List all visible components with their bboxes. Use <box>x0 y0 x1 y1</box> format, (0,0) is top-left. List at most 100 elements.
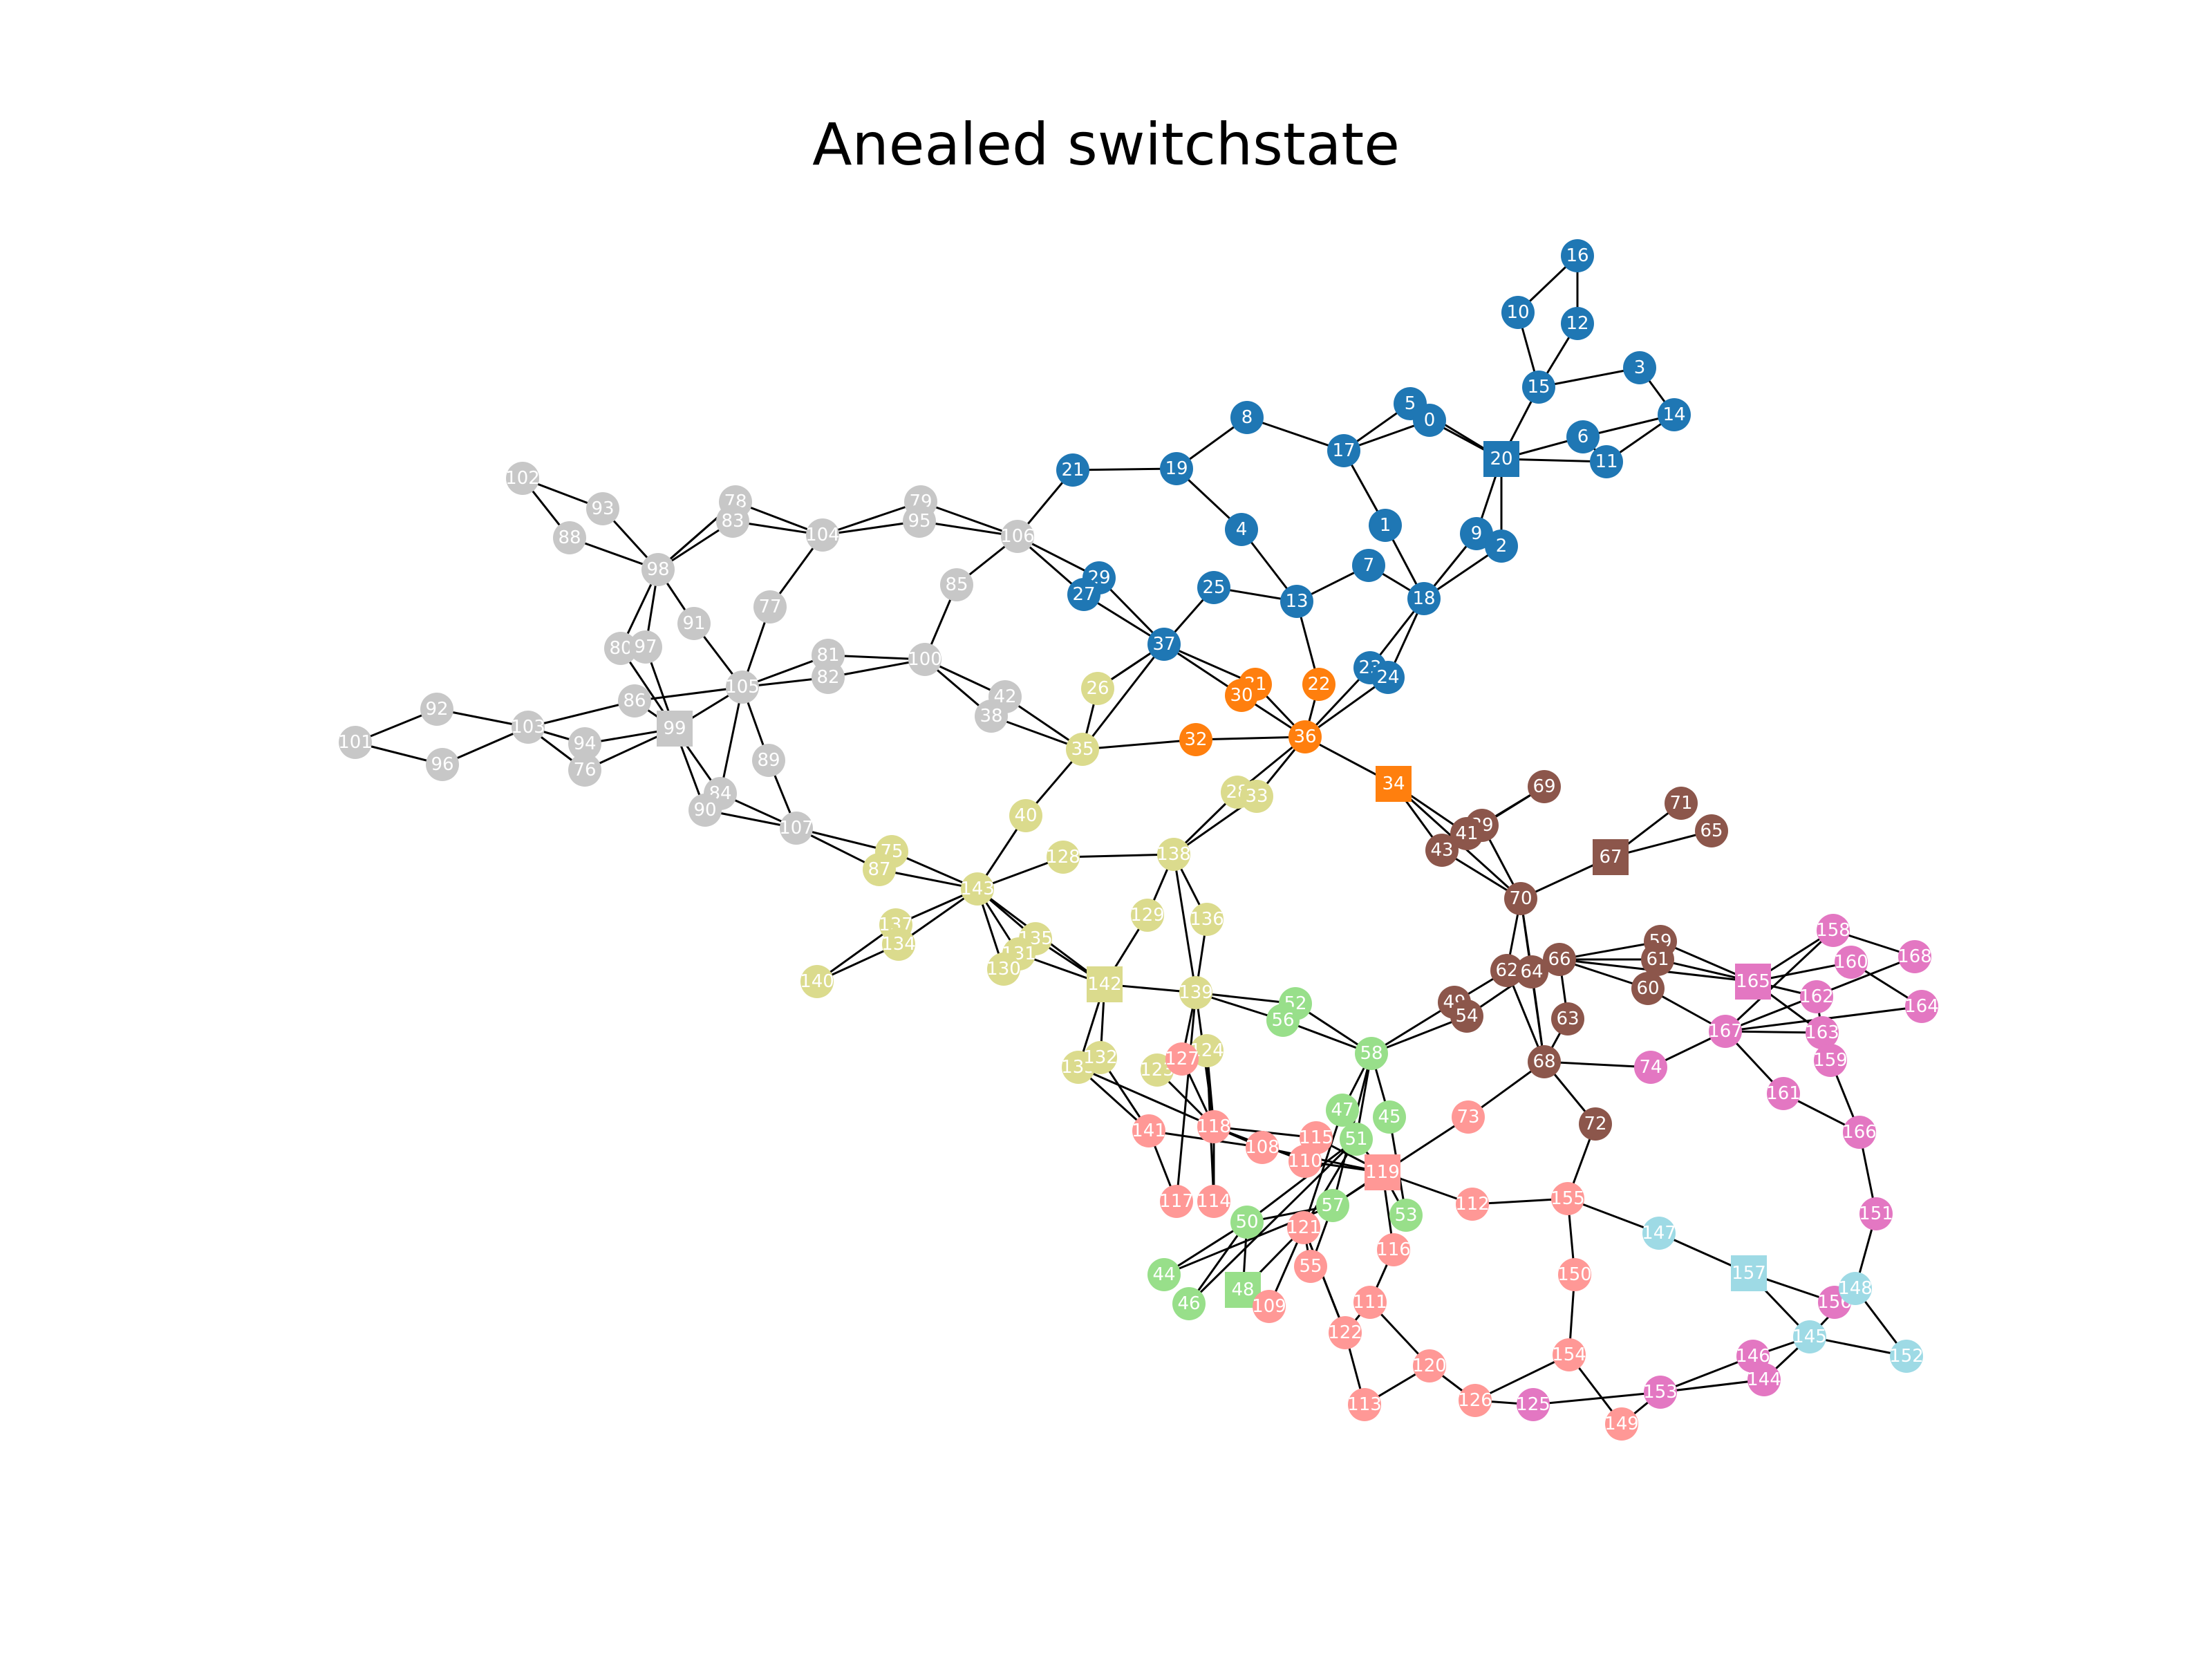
node-label: 13 <box>1285 591 1308 612</box>
node-label: 46 <box>1177 1293 1200 1314</box>
node-circle <box>1898 940 1931 973</box>
node-label: 147 <box>1642 1223 1676 1244</box>
node-106: 106 <box>1000 520 1035 553</box>
node-label: 157 <box>1732 1263 1766 1284</box>
edge-66-59 <box>1559 940 1661 961</box>
node-96: 96 <box>426 748 459 781</box>
node-label: 168 <box>1897 946 1932 967</box>
node-104: 104 <box>805 518 840 552</box>
node-circle <box>1288 720 1322 753</box>
node-label: 95 <box>908 511 930 532</box>
node-69: 69 <box>1528 770 1561 803</box>
node-label: 16 <box>1566 245 1588 266</box>
node-circle <box>1246 1131 1279 1164</box>
node-50: 50 <box>1230 1206 1264 1239</box>
node-34: 34 <box>1376 766 1412 802</box>
node-circle <box>1190 903 1224 936</box>
node-label: 122 <box>1328 1322 1362 1343</box>
node-circle <box>1253 1290 1286 1323</box>
node-85: 85 <box>940 568 973 601</box>
node-circle <box>1709 1015 1742 1048</box>
node-159: 159 <box>1813 1044 1848 1077</box>
node-4: 4 <box>1225 513 1258 546</box>
node-label: 44 <box>1152 1264 1175 1285</box>
node-circle <box>1504 882 1537 915</box>
node-label: 64 <box>1520 962 1543 982</box>
node-label: 159 <box>1813 1050 1848 1071</box>
node-circle <box>1179 976 1212 1009</box>
node-label: 151 <box>1859 1203 1893 1224</box>
node-label: 20 <box>1490 449 1512 469</box>
node-circle <box>1558 1258 1591 1291</box>
node-label: 57 <box>1321 1195 1344 1216</box>
node-label: 104 <box>805 525 840 545</box>
node-label: 6 <box>1577 427 1589 447</box>
node-33: 33 <box>1240 780 1273 813</box>
node-label: 48 <box>1231 1280 1254 1300</box>
edge-79-104 <box>822 500 921 536</box>
node-label: 70 <box>1509 888 1532 909</box>
node-circle <box>1561 307 1594 340</box>
node-65: 65 <box>1695 814 1728 847</box>
node-label: 51 <box>1344 1129 1367 1150</box>
node-circle <box>975 700 1008 733</box>
node-circle <box>1817 914 1850 947</box>
node-circle <box>1240 780 1273 813</box>
node-label: 109 <box>1252 1296 1286 1317</box>
node-61: 61 <box>1641 943 1674 976</box>
node-circle <box>1623 351 1656 384</box>
node-circle <box>1793 1320 1826 1353</box>
node-27: 27 <box>1067 578 1100 611</box>
node-label: 107 <box>779 818 814 838</box>
node-label: 4 <box>1236 519 1248 540</box>
node-label: 85 <box>945 574 968 595</box>
node-22: 22 <box>1302 668 1335 701</box>
edge-167-158 <box>1724 929 1835 1033</box>
node-70: 70 <box>1504 882 1537 915</box>
edge-86-103 <box>527 700 635 729</box>
node-label: 17 <box>1332 440 1355 461</box>
node-label: 62 <box>1495 960 1518 981</box>
node-147: 147 <box>1642 1217 1676 1250</box>
node-circle <box>1747 1363 1781 1396</box>
node-30: 30 <box>1225 679 1258 712</box>
edge-139-52 <box>1195 991 1296 1005</box>
node-label: 92 <box>425 699 448 720</box>
node-16: 16 <box>1561 239 1594 272</box>
node-label: 41 <box>1455 823 1478 844</box>
node-label: 101 <box>338 732 373 753</box>
node-label: 68 <box>1533 1051 1555 1072</box>
node-label: 12 <box>1566 313 1588 334</box>
node-circle <box>863 853 896 886</box>
node-circle <box>1157 838 1190 871</box>
node-label: 55 <box>1299 1256 1322 1277</box>
node-circle <box>1634 1051 1667 1084</box>
node-label: 35 <box>1071 739 1094 760</box>
node-label: 165 <box>1736 971 1770 992</box>
node-label: 132 <box>1083 1047 1118 1068</box>
node-102: 102 <box>505 462 540 495</box>
node-125: 125 <box>1516 1388 1550 1421</box>
node-label: 166 <box>1842 1122 1877 1143</box>
node-label: 155 <box>1550 1188 1585 1209</box>
edge-121-122 <box>1302 1227 1347 1333</box>
node-circle <box>1800 980 1833 1013</box>
node-label: 69 <box>1533 776 1555 797</box>
node-136: 136 <box>1190 903 1224 936</box>
node-label: 15 <box>1527 377 1550 397</box>
node-label: 19 <box>1165 458 1188 479</box>
node-40: 40 <box>1009 799 1042 832</box>
node-38: 38 <box>975 700 1008 733</box>
edge-68-74 <box>1544 1060 1651 1069</box>
node-circle <box>1605 1407 1638 1441</box>
node-label: 110 <box>1288 1151 1322 1172</box>
node-label: 10 <box>1506 302 1529 323</box>
node-164: 164 <box>1904 990 1939 1023</box>
node-label: 56 <box>1271 1010 1294 1031</box>
edge-106-79 <box>920 500 1018 538</box>
node-circle <box>1230 1206 1264 1239</box>
node-circle <box>1522 371 1555 404</box>
node-label: 40 <box>1014 805 1037 826</box>
hub-square <box>1735 964 1771 1000</box>
